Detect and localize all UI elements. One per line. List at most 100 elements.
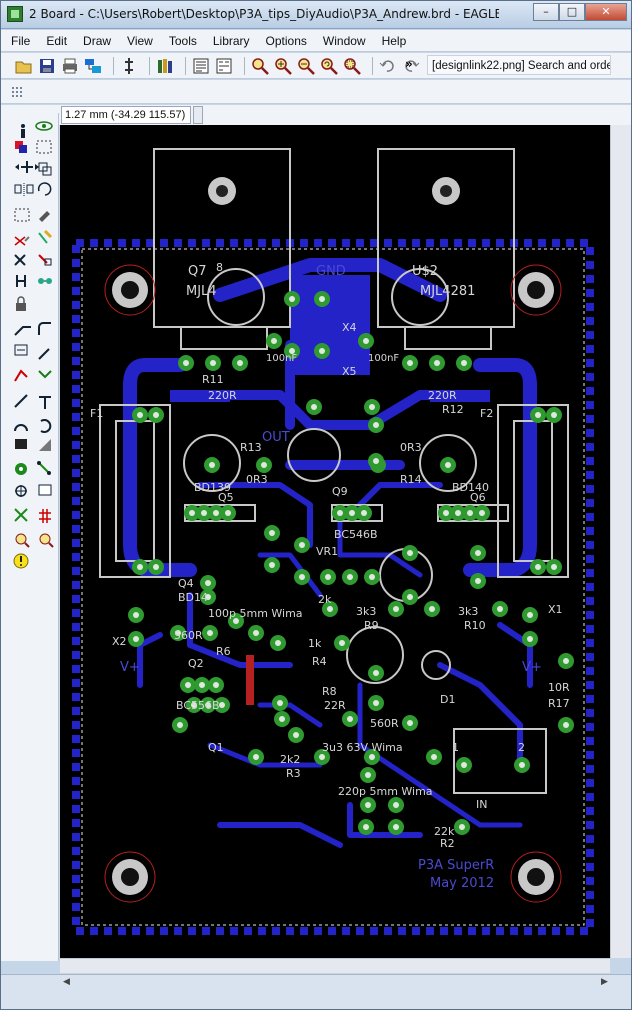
toolbar-more-button[interactable]: »	[405, 57, 413, 71]
replace-icon[interactable]	[16, 275, 26, 287]
pinswap-icon[interactable]	[38, 254, 52, 266]
hole-icon[interactable]	[15, 485, 27, 497]
horizontal-scrollbar[interactable]	[60, 958, 610, 973]
mark-icon[interactable]	[36, 140, 52, 154]
pad-hole	[137, 412, 143, 418]
text-icon[interactable]	[14, 394, 28, 408]
label-f1: F1	[90, 407, 103, 420]
menu-library[interactable]: Library	[212, 33, 250, 48]
undo-icon[interactable]	[379, 57, 397, 75]
scroll-right-icon[interactable]: ▶	[601, 977, 608, 987]
group-icon[interactable]	[14, 208, 30, 222]
split-icon[interactable]	[38, 322, 51, 335]
pad-hole	[373, 422, 379, 428]
lock-icon[interactable]	[16, 296, 26, 311]
zoom-select-icon[interactable]	[343, 57, 361, 75]
pad-hole	[213, 682, 219, 688]
label-q9: Q9	[332, 485, 348, 498]
zoom-out-icon[interactable]	[297, 57, 315, 75]
pad-hole	[563, 658, 569, 664]
erc-icon[interactable]	[15, 533, 30, 548]
pad-hole	[393, 824, 399, 830]
menu-options[interactable]: Options	[265, 33, 307, 48]
menu-view[interactable]: View	[127, 33, 153, 48]
add-icon[interactable]	[14, 254, 26, 266]
label-220p: 220p 5mm Wima	[338, 785, 433, 798]
ulp-icon[interactable]	[215, 57, 233, 75]
zoom-fit-icon[interactable]	[251, 57, 269, 75]
board-canvas[interactable]: Q7 8 MJL4 U$2 MJL4281 GND X4 X5 100nF 10…	[60, 125, 610, 958]
drc-icon[interactable]	[39, 533, 54, 548]
smash-icon[interactable]	[38, 278, 52, 284]
label-pin2: 2	[518, 741, 525, 754]
pad-hole	[289, 348, 295, 354]
label-0r3-1: 0R3	[246, 473, 268, 486]
zoom-in-icon[interactable]	[274, 57, 292, 75]
library-icon[interactable]	[156, 57, 174, 75]
route-icon[interactable]	[38, 348, 50, 360]
menu-window[interactable]: Window	[322, 33, 366, 48]
minimize-button[interactable]: –	[533, 3, 559, 21]
info-icon[interactable]	[21, 124, 25, 138]
grid-coordinate-field[interactable]: 1.27 mm (-34.29 115.57)	[61, 106, 191, 124]
pad-hole	[434, 360, 440, 366]
zoom-redraw-icon[interactable]	[320, 57, 338, 75]
scroll-left-icon[interactable]: ◀	[63, 977, 70, 987]
circle-icon[interactable]	[14, 424, 28, 432]
auto-icon[interactable]	[39, 509, 51, 523]
pcb-layout[interactable]: Q7 8 MJL4 U$2 MJL4281 GND X4 X5 100nF 10…	[60, 125, 610, 958]
close-button[interactable]: ✕	[585, 3, 627, 21]
command-hint[interactable]: [designlink22.png] Search and order	[427, 55, 611, 75]
polygon-icon[interactable]	[39, 439, 51, 451]
pad-hole	[467, 510, 473, 516]
board-switch-icon[interactable]	[120, 57, 138, 75]
save-icon[interactable]	[38, 57, 56, 75]
signal-icon[interactable]	[37, 461, 51, 475]
pad-hole	[219, 702, 225, 708]
mirror-icon[interactable]	[14, 183, 34, 197]
pad-hole	[137, 564, 143, 570]
print-icon[interactable]	[61, 57, 79, 75]
via-icon[interactable]	[15, 463, 27, 475]
move-icon[interactable]	[15, 161, 39, 173]
rotate-icon[interactable]	[37, 182, 52, 196]
copy-icon[interactable]	[38, 162, 52, 176]
pad-hole	[459, 824, 465, 830]
pad-hole	[199, 682, 205, 688]
label-22k: 22k	[434, 825, 455, 838]
wire-icon[interactable]	[38, 370, 52, 379]
menu-tools[interactable]: Tools	[168, 33, 197, 48]
pad-hole	[407, 594, 413, 600]
optimize-icon[interactable]	[14, 344, 28, 356]
delete-icon[interactable]	[38, 229, 53, 244]
paste-icon[interactable]	[14, 236, 30, 246]
mounting-holes	[104, 264, 562, 903]
change-icon[interactable]	[39, 211, 50, 222]
pad-hole	[153, 412, 159, 418]
script-icon[interactable]	[192, 57, 210, 75]
ratsnest-icon[interactable]	[14, 508, 28, 522]
rect-icon[interactable]	[15, 439, 27, 449]
menu-edit[interactable]: Edit	[46, 33, 68, 48]
toolbar-grip[interactable]	[11, 86, 23, 98]
label-22r: 22R	[324, 699, 346, 712]
miter-icon[interactable]	[14, 326, 31, 336]
menu-help[interactable]: Help	[381, 33, 407, 48]
pad-hole	[373, 458, 379, 464]
cam-icon[interactable]	[84, 57, 102, 75]
open-icon[interactable]	[15, 57, 33, 75]
ripup-icon[interactable]	[14, 369, 28, 382]
arc-icon[interactable]	[40, 419, 52, 433]
show-icon[interactable]	[35, 121, 53, 131]
display-icon[interactable]	[15, 141, 27, 153]
maximize-button[interactable]: □	[559, 3, 585, 21]
redo-icon[interactable]	[402, 57, 420, 75]
menu-draw[interactable]: Draw	[83, 33, 112, 48]
vertical-scrollbar[interactable]	[610, 125, 631, 958]
menu-file[interactable]: File	[11, 33, 31, 48]
errors-icon[interactable]	[13, 553, 29, 569]
pad-hole	[551, 412, 557, 418]
text-tool-icon[interactable]	[39, 396, 51, 409]
attribute-icon[interactable]	[38, 484, 52, 496]
coordinate-dropdown[interactable]	[193, 106, 203, 124]
